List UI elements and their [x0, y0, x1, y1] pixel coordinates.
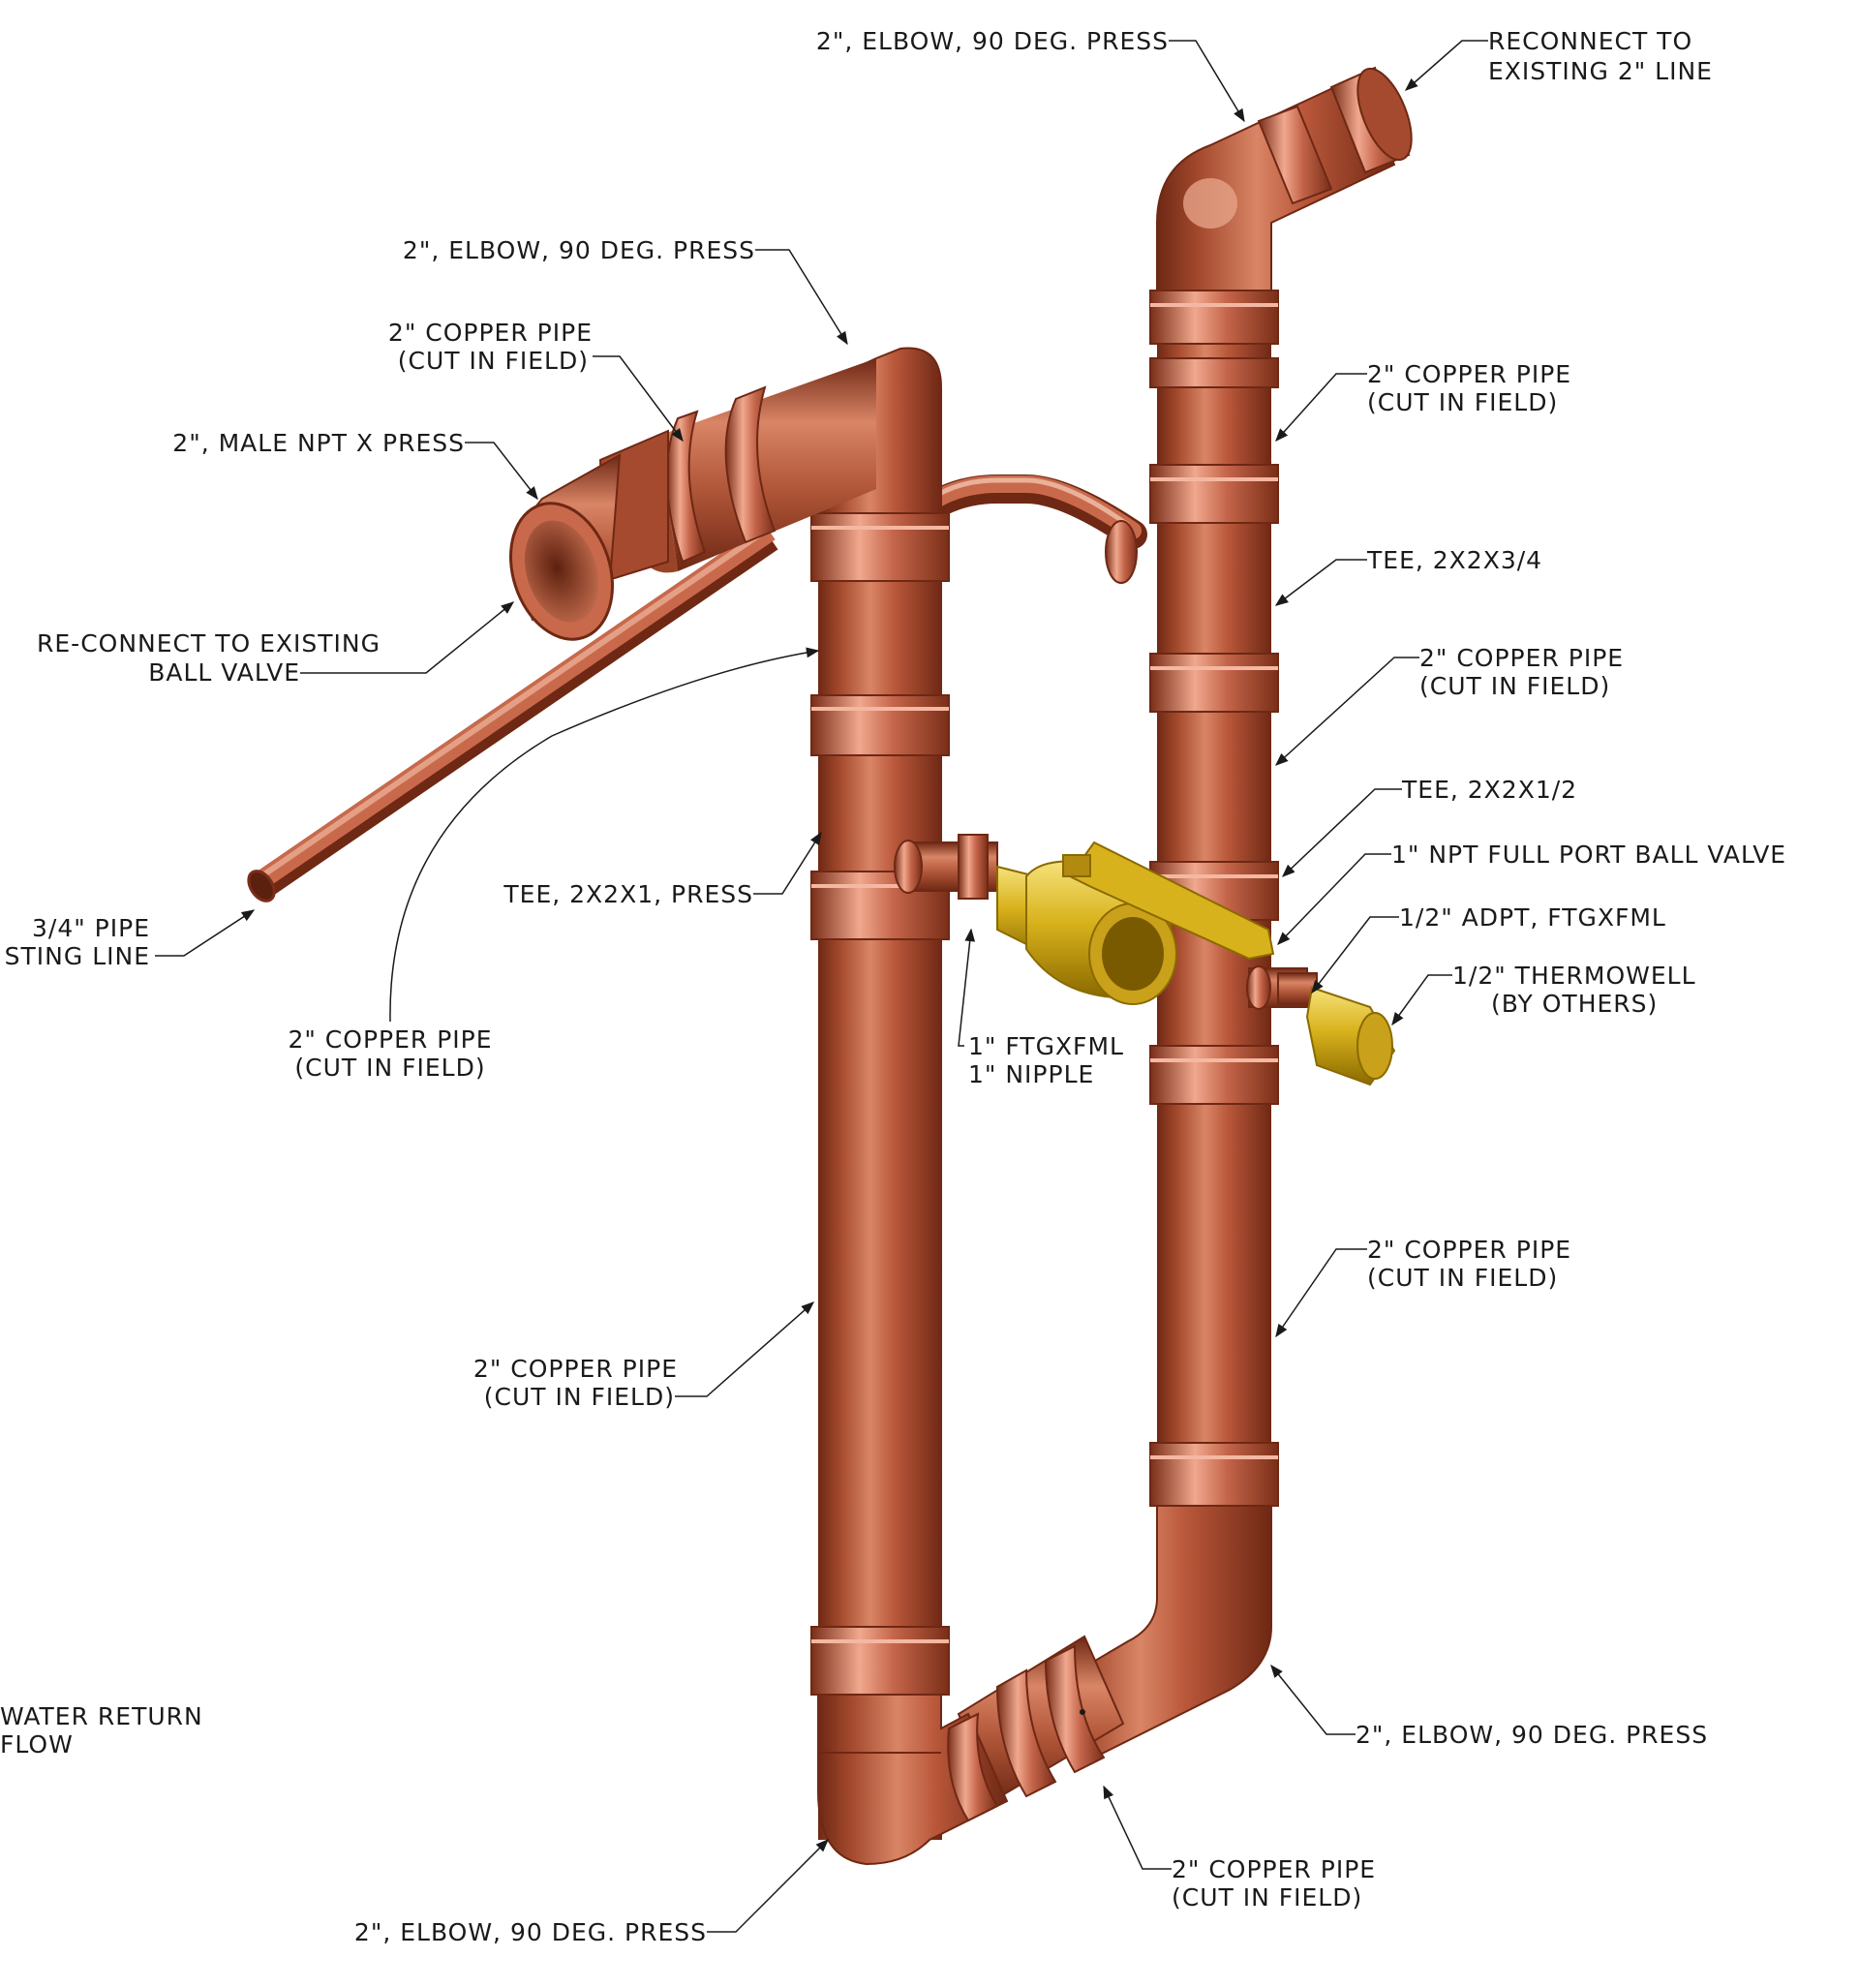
label-water-return-line1: WATER RETURN: [0, 1702, 203, 1730]
leader-lines: [155, 40, 1488, 1933]
label-tee-12: TEE, 2X2X1/2: [1401, 776, 1577, 804]
label-elbow-top-right: 2", ELBOW, 90 DEG. PRESS: [816, 27, 1169, 55]
label-thermowell-line2: (BY OTHERS): [1491, 990, 1658, 1018]
three-quarter-branch-pipe: [857, 474, 1147, 584]
label-pipe-bottom-line2: (CUT IN FIELD): [1172, 1883, 1362, 1912]
label-elbow-bottom-left: 2", ELBOW, 90 DEG. PRESS: [354, 1918, 707, 1946]
leader-tee-1: [753, 831, 822, 895]
label-tee-34: TEE, 2X2X3/4: [1366, 546, 1542, 574]
label-thermowell-line1: 1/2" THERMOWELL: [1452, 962, 1696, 990]
leader-adapter-12: [1311, 916, 1399, 994]
leader-tee-12: [1282, 788, 1402, 877]
leader-pipe-right-mid: [1275, 657, 1419, 766]
leader-elbow-bottom-right: [1270, 1664, 1356, 1735]
leader-reconnect-ball-valve: [300, 601, 515, 674]
label-reconnect-2in-line2: EXISTING 2" LINE: [1488, 57, 1713, 85]
label-ball-valve: 1" NPT FULL PORT BALL VALVE: [1391, 841, 1786, 869]
label-ftg-nipple-line2: 1" NIPPLE: [968, 1060, 1094, 1088]
leader-male-npt: [465, 442, 538, 501]
label-reconnect-2in-line1: RECONNECT TO: [1488, 27, 1692, 55]
label-pipe-right-mid-line1: 2" COPPER PIPE: [1419, 644, 1624, 672]
label-pipe-right-mid-line2: (CUT IN FIELD): [1419, 672, 1610, 700]
bottom-loop: [817, 1505, 1272, 1866]
leader-thermowell: [1391, 974, 1452, 1026]
leader-elbow-top-right: [1169, 40, 1245, 123]
leader-pipe-bottom: [1103, 1785, 1172, 1870]
callout-labels: 2", ELBOW, 90 DEG. PRESS RECONNECT TO EX…: [0, 27, 1786, 1946]
label-elbow-top-left: 2", ELBOW, 90 DEG. PRESS: [403, 236, 755, 264]
label-reconnect-ball-valve-line2: BALL VALVE: [148, 658, 300, 687]
leader-elbow-bottom-left: [707, 1839, 829, 1933]
top-right-elbow: [1156, 66, 1413, 291]
label-pipe-right-top-line2: (CUT IN FIELD): [1367, 388, 1558, 416]
label-ftg-nipple-line1: 1" FTGXFML: [968, 1032, 1124, 1060]
male-npt-adapter: [508, 429, 669, 641]
label-reconnect-ball-valve-line1: RE-CONNECT TO EXISTING: [37, 629, 381, 658]
label-pipe-left-top-line2: (CUT IN FIELD): [398, 347, 589, 375]
label-elbow-bottom-right: 2", ELBOW, 90 DEG. PRESS: [1356, 1721, 1708, 1749]
leader-elbow-top-left: [755, 249, 848, 346]
label-pipe-left-top-line1: 2" COPPER PIPE: [388, 319, 593, 347]
label-pipe-left-low-line2: (CUT IN FIELD): [484, 1383, 675, 1411]
leader-pipe-left-low: [675, 1301, 815, 1397]
label-tee-1: TEE, 2X2X1, PRESS: [503, 880, 753, 908]
label-pipe-right-top-line1: 2" COPPER PIPE: [1367, 360, 1571, 388]
label-pipe-left-mid-line2: (CUT IN FIELD): [294, 1054, 485, 1082]
three-quarter-pipe: [247, 523, 778, 902]
piping-assembly: [247, 66, 1413, 1866]
leader-pipe-left-mid: [389, 647, 820, 1023]
thermowell-assembly: [1246, 965, 1396, 1086]
label-pipe-left-mid-line1: 2" COPPER PIPE: [288, 1025, 492, 1054]
left-riser-pipe: [810, 494, 950, 1840]
leader-ftg-nipple: [958, 928, 976, 1047]
label-three-quarter-pipe-line2: STING LINE: [5, 942, 150, 970]
leader-ball-valve: [1277, 853, 1391, 945]
label-three-quarter-pipe-line1: 3/4" PIPE: [32, 914, 150, 942]
leader-pipe-right-top: [1275, 373, 1367, 443]
leader-tee-34: [1274, 559, 1367, 606]
leader-pipe-left-top: [593, 355, 684, 443]
label-pipe-left-low-line1: 2" COPPER PIPE: [473, 1355, 678, 1383]
leader-reconnect-2in: [1404, 40, 1488, 91]
label-water-return-line2: FLOW: [0, 1730, 74, 1759]
label-male-npt: 2", MALE NPT X PRESS: [172, 429, 465, 457]
leader-pipe-right-low: [1275, 1248, 1367, 1338]
label-pipe-bottom-line1: 2" COPPER PIPE: [1172, 1855, 1376, 1883]
label-pipe-right-low-line2: (CUT IN FIELD): [1367, 1264, 1558, 1292]
label-pipe-right-low-line1: 2" COPPER PIPE: [1367, 1236, 1571, 1264]
ball-valve-assembly: [894, 834, 1275, 1005]
leader-three-quarter-pipe: [155, 909, 256, 957]
label-adapter-12: 1/2" ADPT, FTGXFML: [1399, 903, 1666, 932]
